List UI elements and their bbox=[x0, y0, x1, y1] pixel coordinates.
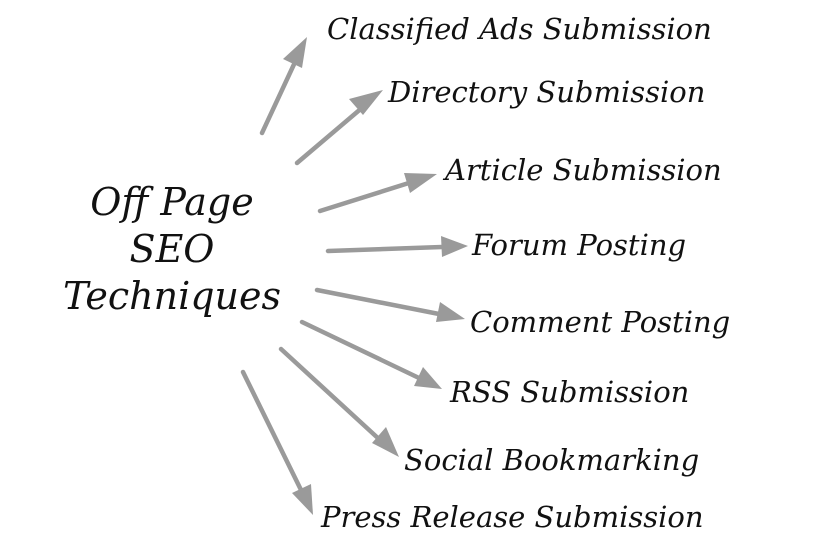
branch-label-press-release: Press Release Submission bbox=[320, 500, 704, 534]
arrows bbox=[240, 37, 468, 515]
central-concept: Off Page SEO Techniques bbox=[63, 180, 281, 318]
branch-label-social: Social Bookmarking bbox=[404, 443, 699, 477]
arrow-comment bbox=[314, 287, 465, 322]
arrow-social bbox=[278, 346, 399, 457]
branch-label-article: Article Submission bbox=[442, 153, 722, 187]
arrow-forum bbox=[325, 236, 468, 257]
branch-label-directory: Directory Submission bbox=[387, 75, 705, 109]
arrow-directory bbox=[294, 90, 383, 166]
branch-label-classified-ads: Classified Ads Submission bbox=[327, 12, 712, 46]
central-line-3: Techniques bbox=[63, 274, 281, 318]
arrow-classified-ads bbox=[259, 37, 307, 136]
arrow-article bbox=[317, 173, 437, 214]
branch-labels: Classified Ads Submission Directory Subm… bbox=[320, 12, 730, 534]
branch-label-comment: Comment Posting bbox=[470, 305, 730, 339]
central-line-2: SEO bbox=[130, 227, 215, 271]
arrow-press-release bbox=[240, 369, 313, 515]
central-line-1: Off Page bbox=[90, 180, 254, 224]
branch-label-forum: Forum Posting bbox=[471, 228, 686, 262]
arrow-rss bbox=[299, 319, 442, 389]
branch-label-rss: RSS Submission bbox=[449, 375, 689, 409]
